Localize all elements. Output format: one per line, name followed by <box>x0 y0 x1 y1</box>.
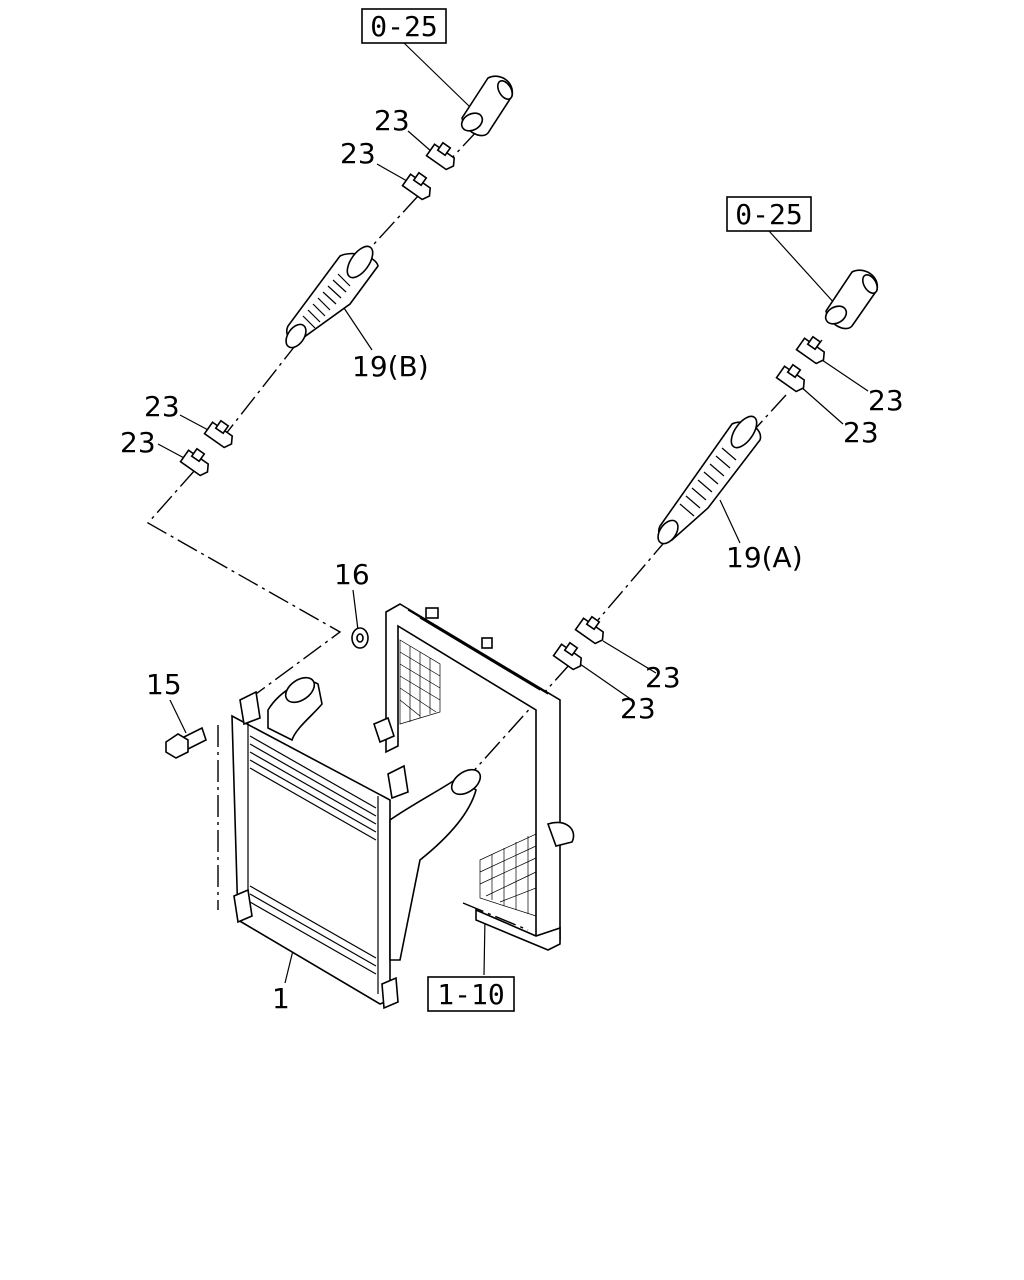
callout-labels: 23 23 19(B) 23 23 23 23 19(A) 23 23 16 1… <box>120 104 904 1015</box>
clamp-icon <box>425 141 456 171</box>
callout-clamp: 23 <box>340 137 376 170</box>
radiator-frame <box>373 603 575 951</box>
ref-label: 1-10 <box>437 978 504 1011</box>
callout-bolt: 15 <box>146 668 182 701</box>
callout-clamp: 23 <box>620 692 656 725</box>
callout-clamp: 23 <box>843 416 879 449</box>
clamp-icon <box>574 615 605 645</box>
clamp-icon <box>179 447 210 477</box>
ref-label: 0-25 <box>370 10 437 43</box>
washer-icon <box>351 627 369 649</box>
clamp-icon <box>552 641 583 671</box>
ref-box-upper-left: 0-25 <box>361 8 447 44</box>
clamp-icon <box>401 171 432 201</box>
pipe-stub-right <box>824 269 879 330</box>
callout-hose-19a: 19(A) <box>726 541 803 574</box>
bolt-icon <box>165 726 207 759</box>
hose-19a <box>657 415 762 545</box>
callout-clamp: 23 <box>868 384 904 417</box>
hose-19b <box>285 245 379 349</box>
callout-clamp: 23 <box>645 661 681 694</box>
callout-clamp: 23 <box>374 104 410 137</box>
clamp-icon <box>203 419 234 449</box>
ref-box-upper-right: 0-25 <box>726 196 812 232</box>
pipe-stub-left <box>460 75 514 137</box>
clamp-icon <box>795 335 826 365</box>
ref-box-bottom: 1-10 <box>427 976 515 1012</box>
callout-clamp: 23 <box>120 426 156 459</box>
intercooler <box>231 676 482 1010</box>
clamp-icon <box>775 363 806 393</box>
callout-hose-19b: 19(B) <box>352 350 429 383</box>
clamps <box>179 141 826 671</box>
callout-clamp: 23 <box>144 390 180 423</box>
callout-intercooler: 1 <box>272 982 290 1015</box>
callout-washer: 16 <box>334 558 370 591</box>
ref-label: 0-25 <box>735 198 802 231</box>
